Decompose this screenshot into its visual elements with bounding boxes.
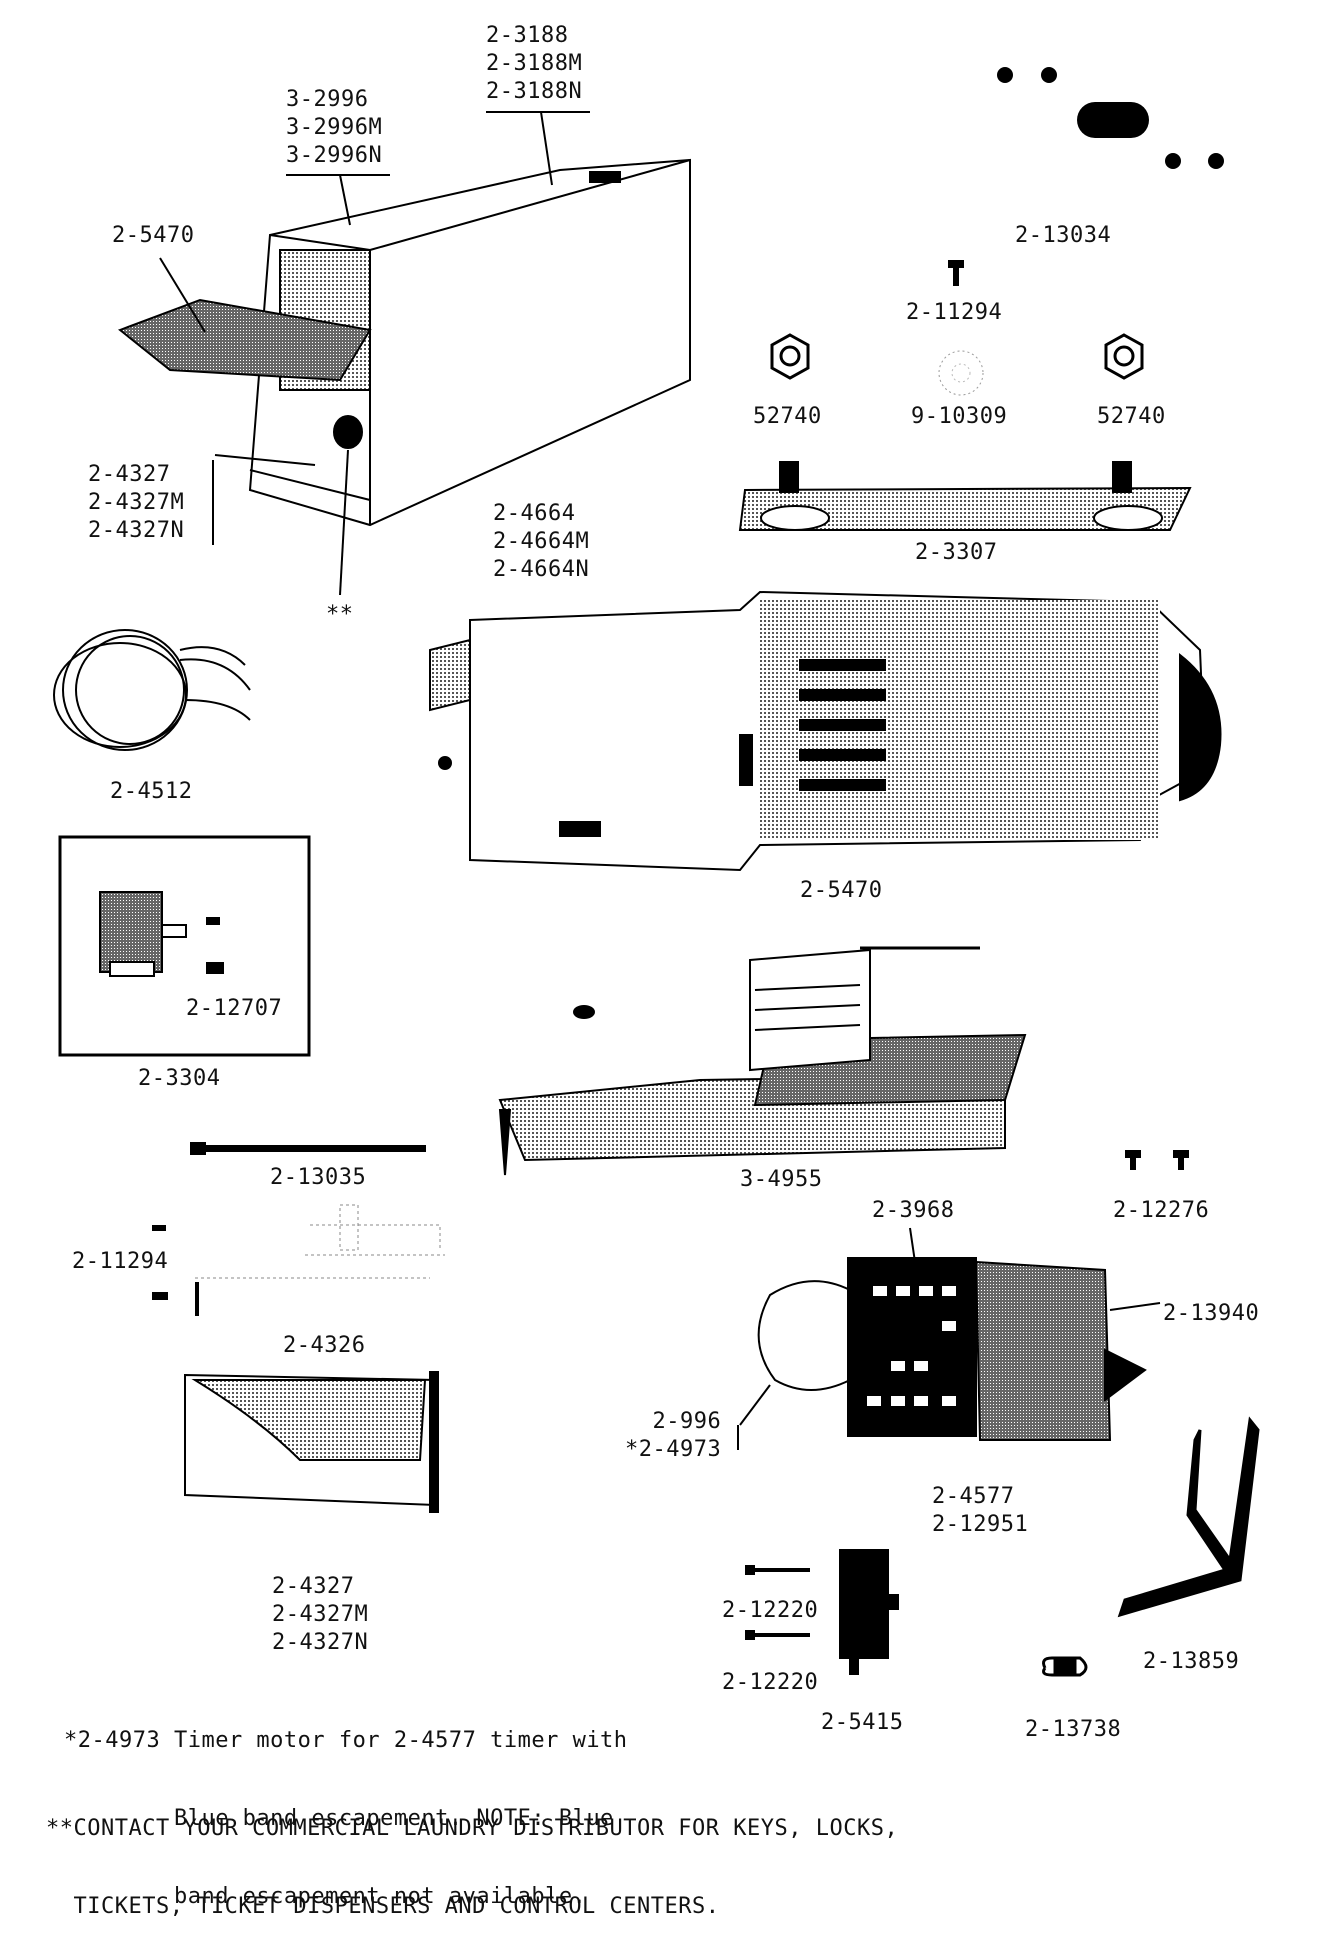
part-number: 2-12951	[932, 1512, 1029, 1537]
screws-2-11294-left	[152, 1225, 199, 1316]
screws-2-12276	[1125, 1150, 1189, 1170]
label-3-4955: 3-4955	[740, 1167, 823, 1192]
parts-diagram-art	[53, 67, 1260, 1677]
label-2-13738: 2-13738	[1025, 1717, 1122, 1742]
rod-2-13035	[190, 1142, 426, 1155]
label-2-5415: 2-5415	[821, 1710, 904, 1735]
label-2-12707: 2-12707	[186, 996, 283, 1021]
label-52740-left: 52740	[753, 404, 822, 429]
part-number: 2-996	[652, 1409, 722, 1434]
label-2-4664: 2-4664 2-4664M 2-4664N	[493, 500, 589, 584]
part-number: 2-4327N	[272, 1630, 369, 1655]
part-number: 2-3188N	[486, 79, 583, 104]
coin-box-2-4327	[184, 1371, 439, 1513]
label-2-3188: 2-3188 2-3188M 2-3188N	[486, 22, 582, 106]
washer-9-10309	[938, 350, 984, 396]
footnote-line: TICKETS, TICKET DISPENSERS AND CONTROL C…	[46, 1894, 720, 1919]
switch-2-5415	[839, 1549, 899, 1675]
part-number: 2-4664	[493, 501, 576, 526]
leader-lines-timer	[737, 1227, 1161, 1450]
label-2-4512: 2-4512	[110, 779, 193, 804]
screw-2-11294	[948, 260, 964, 286]
label-double-asterisk: **	[326, 602, 354, 627]
part-number: 2-4577	[932, 1484, 1015, 1509]
part-number: 2-4664M	[493, 529, 590, 554]
timer-2-4577	[757, 1257, 1147, 1441]
escapement-assembly-3-4955	[498, 946, 1027, 1176]
nut-52740-left	[770, 333, 810, 380]
screws-2-12220	[745, 1565, 810, 1640]
label-2-11294-top: 2-11294	[906, 300, 1003, 325]
leader-lines-housing	[159, 111, 590, 596]
bracket-2-4326	[195, 1204, 445, 1279]
label-2-12220-b: 2-12220	[722, 1670, 819, 1695]
panel-holes-2-13034	[997, 67, 1224, 169]
label-2-13035: 2-13035	[270, 1165, 367, 1190]
label-2-4327-top: 2-4327 2-4327M 2-4327N	[88, 461, 184, 545]
label-2-4577: 2-4577 2-12951	[932, 1483, 1028, 1539]
lock-box-frame-2-3304	[58, 835, 311, 1057]
label-9-10309: 9-10309	[911, 404, 1008, 429]
part-number: 2-4327N	[88, 518, 185, 543]
part-number: 2-4327	[272, 1574, 355, 1599]
bracket-plate-2-3307	[738, 461, 1192, 531]
part-number: 2-3188	[486, 23, 569, 48]
footnote-line: **CONTACT YOUR COMMERCIAL LAUNDRY DISTRI…	[46, 1816, 899, 1841]
part-number: 2-4327M	[272, 1602, 369, 1627]
screws-2-12707	[206, 917, 224, 974]
label-2-5470-top: 2-5470	[112, 223, 195, 248]
part-number: 3-2996N	[286, 143, 383, 168]
label-2-12276: 2-12276	[1113, 1198, 1210, 1223]
lock-2-3304	[99, 891, 187, 977]
label-2-4326: 2-4326	[283, 1333, 366, 1358]
label-3-2996: 3-2996 3-2996M 3-2996N	[286, 86, 382, 170]
label-2-3968: 2-3968	[872, 1198, 955, 1223]
spring-2-13738	[1042, 1656, 1088, 1677]
coin-mechanism-2-5470	[429, 590, 1222, 872]
label-52740-right: 52740	[1097, 404, 1166, 429]
nut-52740-right	[1104, 333, 1144, 380]
part-number: *2-4973	[625, 1437, 722, 1462]
wire-harness-2-4512	[53, 629, 251, 751]
coin-box-housing-3-2996	[118, 158, 691, 527]
label-2-12220-a: 2-12220	[722, 1598, 819, 1623]
footnote-line: *2-4973 Timer motor for 2-4577 timer wit…	[64, 1728, 628, 1753]
part-number: 2-4664N	[493, 557, 590, 582]
part-number: 2-4327M	[88, 490, 185, 515]
label-2-13859: 2-13859	[1143, 1649, 1240, 1674]
fork-lever-2-13859	[1117, 1416, 1260, 1618]
label-2-3304: 2-3304	[138, 1066, 221, 1091]
label-2-996: 2-996 *2-4973	[625, 1408, 721, 1464]
label-2-13940: 2-13940	[1163, 1301, 1260, 1326]
label-2-11294-left: 2-11294	[72, 1249, 169, 1274]
label-2-4327-bottom: 2-4327 2-4327M 2-4327N	[272, 1573, 368, 1657]
label-2-3307: 2-3307	[915, 540, 998, 565]
label-2-13034: 2-13034	[1015, 223, 1112, 248]
part-number: 3-2996	[286, 87, 369, 112]
footnote-line: Blue band escapement. NOTE: Blue	[64, 1806, 614, 1831]
part-number: 3-2996M	[286, 115, 383, 140]
part-number: 2-3188M	[486, 51, 583, 76]
label-2-5470-mid: 2-5470	[800, 878, 883, 903]
contact-footnote: **CONTACT YOUR COMMERCIAL LAUNDRY DISTRI…	[46, 1764, 898, 1946]
part-number: 2-4327	[88, 462, 171, 487]
